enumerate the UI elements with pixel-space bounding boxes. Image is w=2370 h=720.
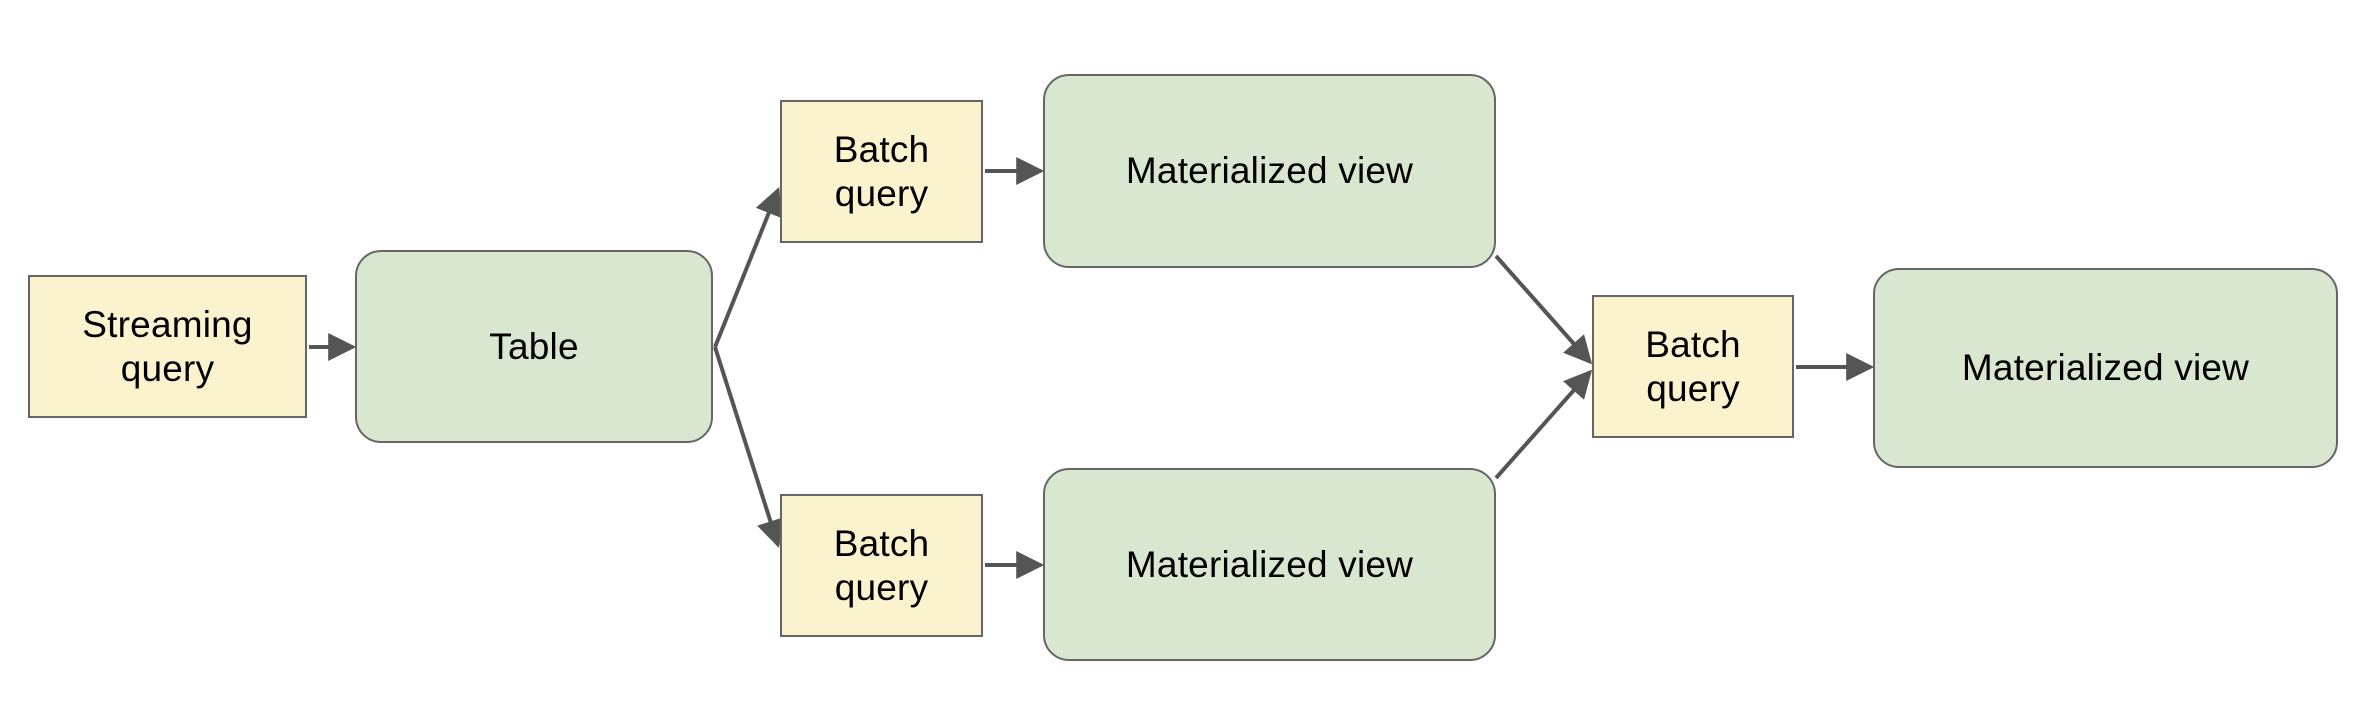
node-streaming-query[interactable]: Streaming query [28, 275, 307, 418]
edge-table-to-batch-query-bottom [713, 346, 784, 549]
node-batch-query-bottom[interactable]: Batch query [780, 494, 983, 637]
node-label: Materialized view [1125, 150, 1414, 192]
node-batch-query-right[interactable]: Batch query [1592, 295, 1794, 438]
node-label: Batch query [1645, 323, 1741, 409]
edge-materialized-view-top-to-batch-query-right [1494, 254, 1593, 365]
edge-materialized-view-bottom-to-batch-query-right [1494, 369, 1593, 480]
node-label: Materialized view [1125, 543, 1414, 585]
node-materialized-view-right[interactable]: Materialized view [1873, 268, 2338, 468]
node-materialized-view-top[interactable]: Materialized view [1043, 74, 1496, 268]
node-materialized-view-bottom[interactable]: Materialized view [1043, 468, 1496, 661]
edge-table-to-batch-query-top [713, 187, 782, 348]
node-label: Materialized view [1961, 347, 2250, 389]
node-label: Batch query [833, 522, 930, 608]
node-label: Streaming query [82, 303, 253, 389]
node-batch-query-top[interactable]: Batch query [780, 100, 983, 243]
node-label: Table [489, 325, 579, 367]
node-label: Batch query [833, 128, 930, 214]
node-table[interactable]: Table [355, 250, 713, 443]
